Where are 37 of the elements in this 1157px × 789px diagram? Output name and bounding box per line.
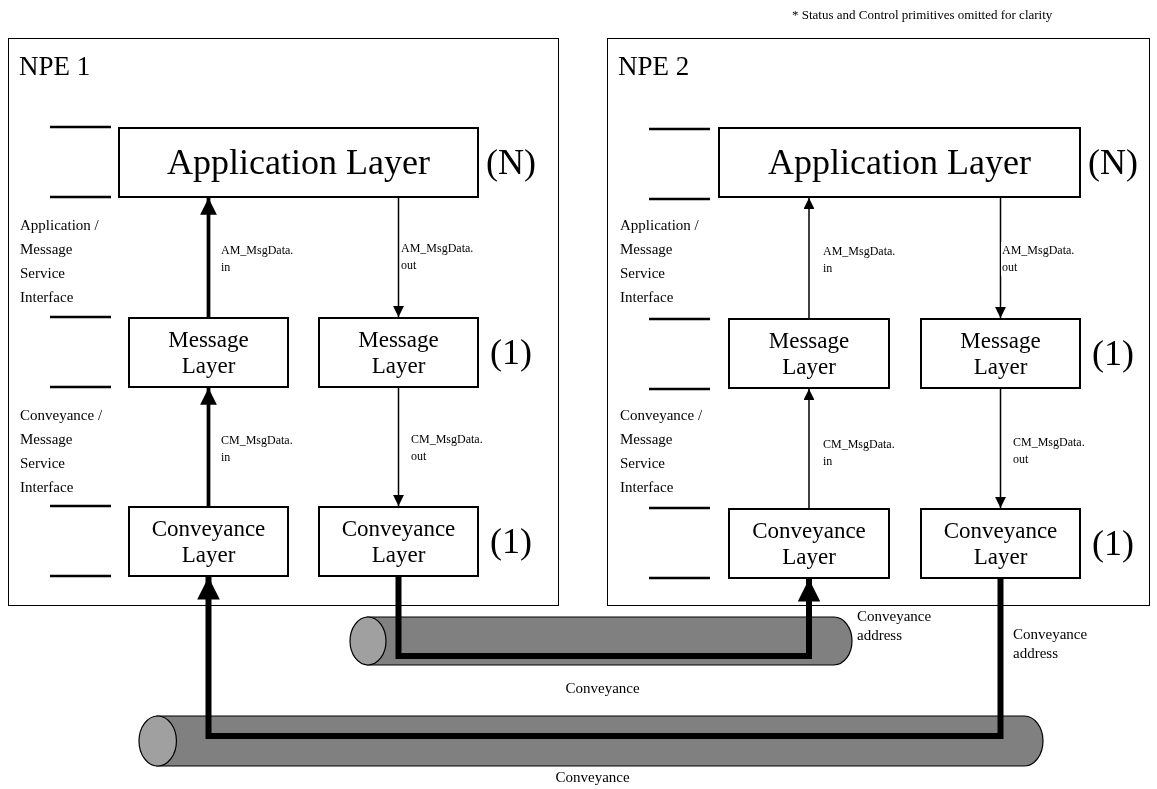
layer-box: Conveyance Layer <box>728 508 890 579</box>
frame-title: NPE 2 <box>618 51 690 82</box>
device-frame <box>8 38 559 606</box>
arrow <box>200 388 217 506</box>
arrow <box>393 197 404 318</box>
layer-multiplicity: (1) <box>1092 331 1134 375</box>
arrow <box>995 388 1006 509</box>
arrow <box>803 388 815 509</box>
pipe-label: Conveyance <box>565 679 640 698</box>
layer-box: Message Layer <box>728 318 890 389</box>
layer-box: Conveyance Layer <box>318 506 479 577</box>
frame-title: NPE 1 <box>19 51 91 82</box>
layer-multiplicity: (N) <box>486 140 536 184</box>
layer-box: Message Layer <box>920 318 1081 389</box>
footnote: * Status and Control primitives omitted for clarity <box>792 6 1053 24</box>
interface-label: Conveyance / Message Service Interface <box>20 406 104 497</box>
arrow <box>803 197 815 319</box>
layer-box: Application Layer <box>118 127 479 198</box>
layer-box: Message Layer <box>128 317 289 388</box>
arrow <box>395 577 821 659</box>
interface-label: Application / Message Service Interface <box>20 216 100 307</box>
arrow <box>200 198 217 317</box>
layer-box: Conveyance Layer <box>920 508 1081 579</box>
layer-multiplicity: (1) <box>1092 521 1134 565</box>
layer-multiplicity: (N) <box>1088 140 1138 184</box>
layer-box: Application Layer <box>718 127 1081 198</box>
arrow <box>197 577 1004 739</box>
interface-label: Application / Message Service Interface <box>620 216 700 307</box>
layer-box: Message Layer <box>318 317 479 388</box>
layer-box: Conveyance Layer <box>128 506 289 577</box>
layer-multiplicity: (1) <box>490 519 532 563</box>
interface-label: Conveyance / Message Service Interface <box>620 406 704 497</box>
arrow <box>995 197 1006 319</box>
arrow <box>393 387 404 507</box>
device-frame <box>607 38 1150 606</box>
layer-multiplicity: (1) <box>490 330 532 374</box>
pipe-label: Conveyance <box>555 768 630 787</box>
